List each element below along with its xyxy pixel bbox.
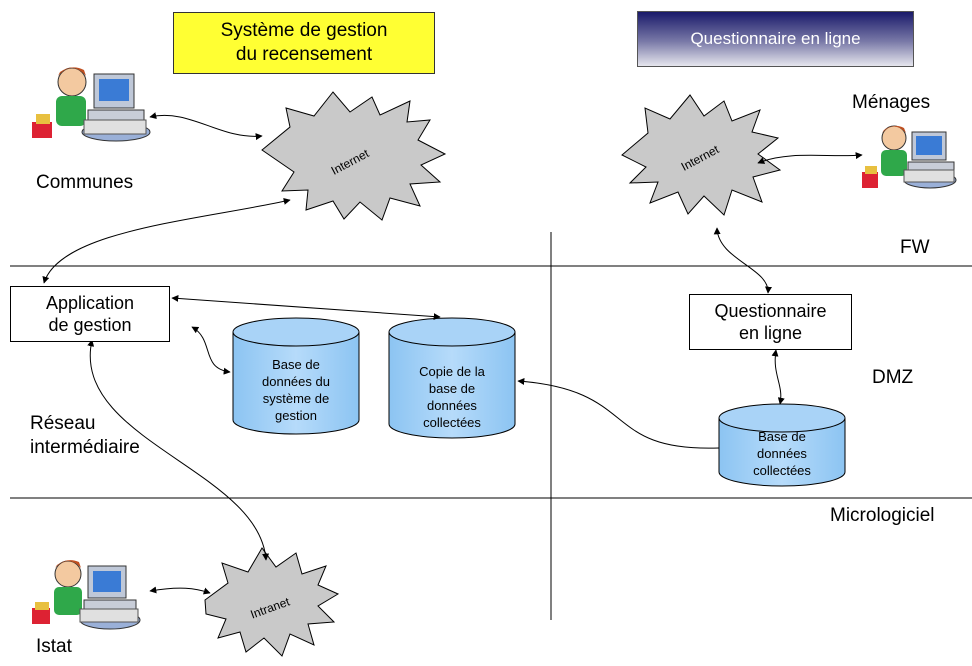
arrow-collected-to-copy xyxy=(517,377,720,449)
arrow-app-systemdb xyxy=(191,326,231,375)
internet-cloud-right xyxy=(621,94,782,216)
menages-label: Ménages xyxy=(852,92,931,113)
internet-cloud-left xyxy=(261,91,447,221)
arrow-internet-menages xyxy=(757,152,863,164)
questionnaire-box: Questionnaire en ligne xyxy=(689,294,852,350)
copy-db-label: Copie de la base de données collectées xyxy=(419,364,485,430)
computer-user-icon xyxy=(32,67,151,142)
zone-fw-label: FW xyxy=(900,237,930,258)
system-db-label: Base de données du système de gestion xyxy=(262,357,330,423)
census-system-title-text: Système de gestion du recensement xyxy=(220,20,388,65)
arrow-communes-internet xyxy=(149,112,263,141)
zone-reseau-label: Réseau intermédiaire xyxy=(30,413,140,458)
arrow-istat-intranet xyxy=(149,586,211,595)
app-gestion-box: Application de gestion xyxy=(10,286,170,342)
istat-label: Istat xyxy=(36,636,72,657)
zone-micrologiciel-label: Micrologiciel xyxy=(830,505,935,526)
computer-user-icon xyxy=(32,560,141,630)
arrow-questionnaire-db xyxy=(771,349,785,405)
computer-user-icon xyxy=(862,125,957,189)
arrow-app-copydb xyxy=(171,294,441,321)
arrow-internet-app xyxy=(42,197,291,284)
online-questionnaire-title-text: Questionnaire en ligne xyxy=(690,29,861,48)
collected-db-label: Base de données collectées xyxy=(753,429,811,478)
zone-dmz-label: DMZ xyxy=(872,367,914,388)
collected-db-cylinder xyxy=(718,403,846,487)
arrow-internet-questionnaire xyxy=(713,227,772,294)
copy-db-cylinder xyxy=(388,317,516,439)
communes-label: Communes xyxy=(36,172,134,193)
online-questionnaire-title: Questionnaire en ligne xyxy=(637,11,914,67)
census-system-title: Système de gestion du recensement xyxy=(173,12,435,74)
arrow-app-intranet xyxy=(87,339,270,561)
